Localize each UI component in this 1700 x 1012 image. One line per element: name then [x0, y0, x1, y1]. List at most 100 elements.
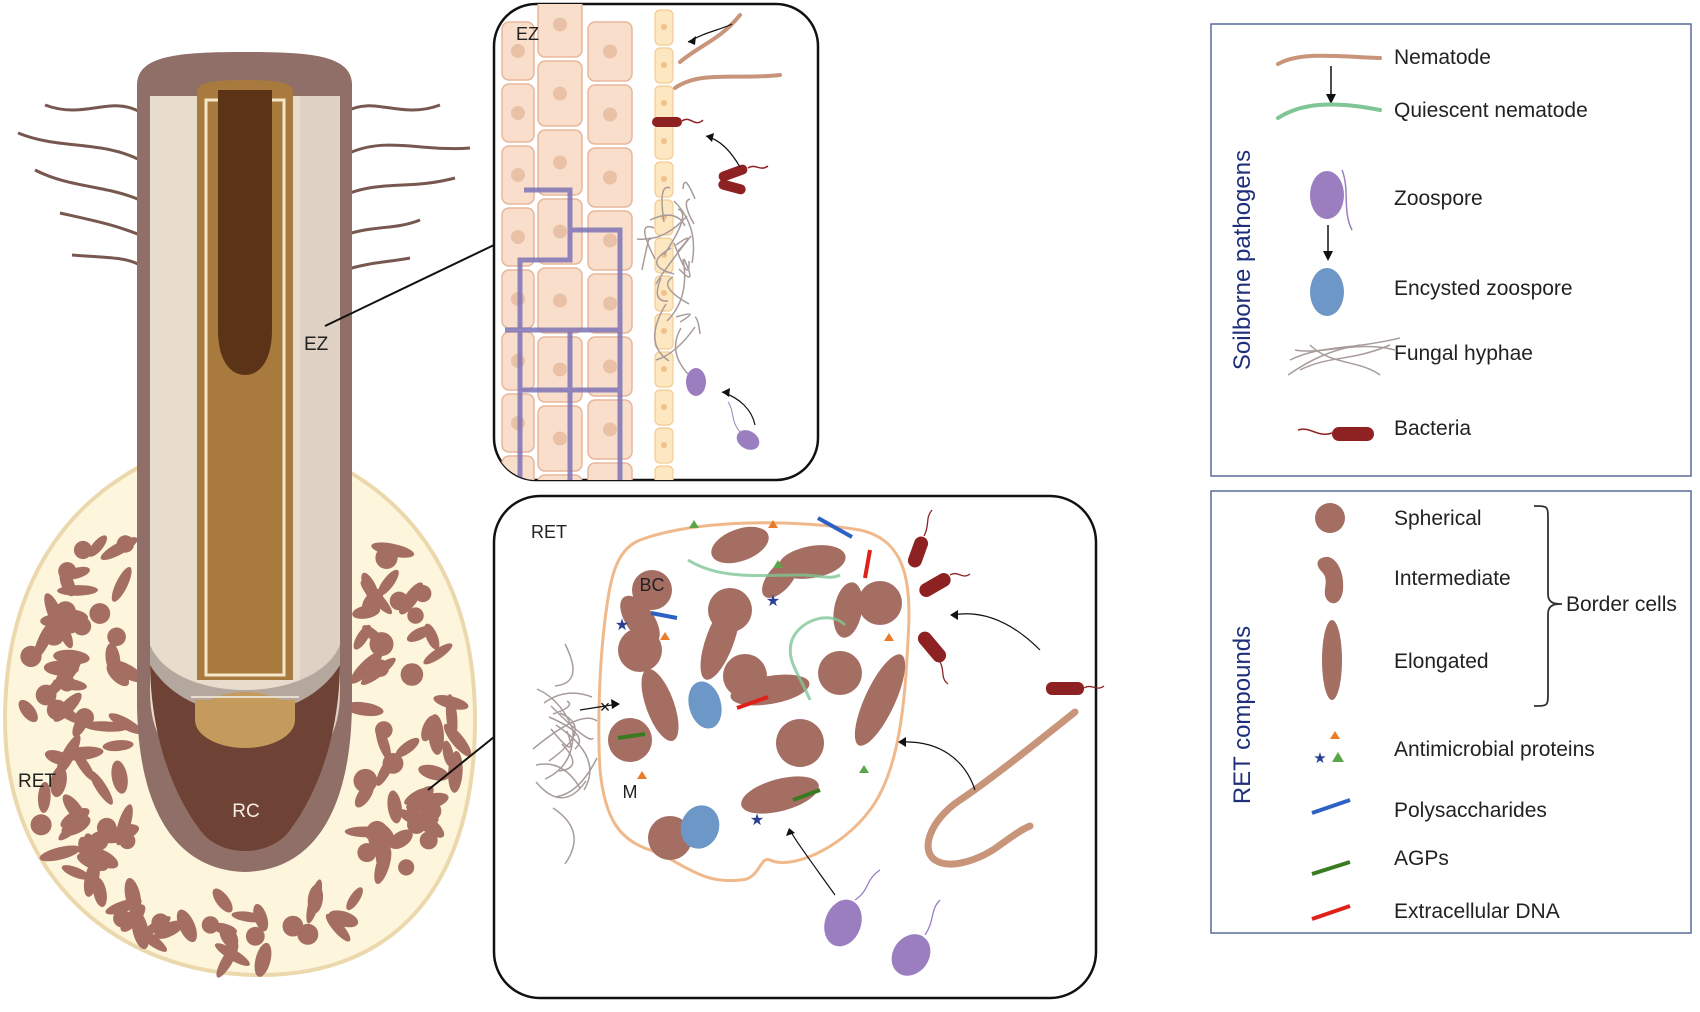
epidermis-nucleus — [661, 404, 667, 410]
border-cell-elongated — [83, 833, 102, 865]
hypha — [636, 215, 688, 241]
legend-item-intermediate: Intermediate — [1394, 567, 1511, 590]
ret-inset-label: RET — [531, 522, 567, 542]
border-cell-elongated — [50, 766, 67, 798]
root-hairs — [17, 103, 471, 272]
border-cell-elongated — [92, 877, 107, 907]
border-cell-elongated — [352, 605, 381, 619]
border-cell-spherical — [282, 915, 304, 937]
ret-encysted-zoospore-1 — [688, 681, 722, 729]
hypha — [663, 208, 684, 256]
ret-blob-elongated-cell — [730, 674, 810, 706]
root-rc-label: RC — [232, 801, 259, 822]
border-cell-elongated — [350, 651, 383, 684]
border-cell-spherical — [35, 684, 57, 706]
cell-nucleus — [511, 106, 525, 120]
legend-spherical-cell-icon — [1315, 503, 1345, 533]
border-cell-elongated — [154, 920, 184, 939]
border-cell-elongated — [211, 922, 237, 935]
epidermis-nucleus — [661, 328, 667, 334]
cell-nucleus — [603, 233, 617, 248]
ret-connector-line — [427, 736, 495, 791]
border-cell-elongated — [404, 787, 430, 805]
ret-blob-elongated-cell — [711, 526, 769, 564]
ret-fungal-hyphae — [532, 643, 598, 865]
ez-bacteria-3 — [718, 179, 746, 195]
border-cell-spherical — [366, 820, 388, 843]
legend-antimicrobial-icon: ★ — [1313, 731, 1344, 767]
ret-blob-spherical-cell — [858, 581, 902, 625]
cell-nucleus — [511, 44, 525, 58]
cell-nucleus — [553, 155, 567, 170]
legend-soilborne-title: Soilborne pathogens — [1229, 150, 1256, 370]
ret-encysted-zoospore-2 — [680, 805, 720, 849]
ret-blob-elongated-cell — [854, 654, 906, 746]
border-cell-spherical — [245, 926, 265, 946]
epidermis-nucleus — [661, 366, 667, 372]
epidermis-nucleus — [661, 62, 667, 68]
border-cell-elongated — [354, 782, 374, 808]
ret-blob-elongated-cell — [833, 582, 863, 638]
epidermis-nucleus — [661, 442, 667, 448]
legend-bacteria-icon — [1332, 427, 1374, 441]
ez-connector-line — [324, 244, 495, 327]
border-cell-elongated — [62, 794, 87, 825]
hypha — [552, 700, 571, 715]
border-cell-elongated — [399, 582, 424, 615]
legend-item-agps: AGPs — [1394, 847, 1449, 870]
hypha — [694, 316, 701, 335]
border-cell-elongated — [362, 625, 384, 645]
border-cell-elongated — [254, 942, 272, 977]
cell-nucleus — [603, 359, 617, 374]
hypha — [667, 276, 690, 305]
legend-elongated-cell-icon — [1322, 620, 1342, 700]
legend-item-encysted-zoospore: Encysted zoospore — [1394, 277, 1573, 300]
hypha — [552, 807, 575, 865]
legend-hyphae-icon — [1287, 337, 1401, 376]
cell-nucleus — [553, 17, 567, 32]
border-cell-spherical — [73, 540, 93, 560]
border-cell-elongated — [56, 734, 81, 776]
border-cell-elongated — [418, 764, 450, 781]
legend-ret-compounds-box — [1210, 490, 1692, 934]
legend-dna-icon — [1311, 904, 1351, 921]
ret-quiescent-nematode-2 — [788, 616, 847, 701]
border-cell-elongated — [88, 535, 108, 557]
cell-nucleus — [603, 107, 617, 122]
border-cell-spherical — [89, 603, 111, 624]
hypha — [678, 258, 691, 278]
cell-nucleus — [603, 44, 617, 59]
border-cell-elongated — [212, 888, 233, 913]
ez-thickened-walls — [505, 187, 623, 480]
ret-blob-elongated-cell — [641, 668, 679, 742]
border-cell-elongated — [377, 569, 399, 597]
legend-item-bacteria: Bacteria — [1394, 417, 1471, 440]
legend-encysted-zoospore-icon — [1310, 268, 1344, 316]
hypha — [673, 242, 690, 271]
legend-item-elongated: Elongated — [1394, 650, 1489, 673]
hypha — [682, 181, 696, 200]
border-cell-elongated — [424, 623, 440, 650]
border-cell-spherical — [119, 832, 136, 850]
border-cell-spherical — [421, 801, 442, 821]
epidermis-nucleus — [661, 176, 667, 182]
legend-item-polysaccharides: Polysaccharides — [1394, 799, 1547, 822]
legend-intermediate-cell-icon — [1317, 556, 1344, 604]
ez-zoospore-free — [736, 430, 760, 450]
ret-blob-spherical-cell — [818, 651, 862, 695]
legend-soilborne-box — [1210, 23, 1692, 477]
border-cell-elongated — [18, 699, 38, 723]
border-cell-elongated — [231, 911, 266, 923]
cell-nucleus — [511, 478, 525, 480]
border-cell-elongated — [445, 694, 458, 739]
border-cell-spherical — [375, 546, 398, 570]
border-cell-spherical — [58, 562, 77, 581]
hypha — [550, 728, 572, 748]
ret-quiescent-nematode-1 — [687, 558, 841, 579]
border-cell-elongated — [395, 737, 420, 758]
epidermis-nucleus — [661, 24, 667, 30]
legend-item-zoospore: Zoospore — [1394, 187, 1483, 210]
ret-blob-elongated-cell — [620, 595, 660, 645]
ret-bc-label: BC — [639, 575, 664, 595]
border-cell-elongated — [53, 692, 82, 722]
